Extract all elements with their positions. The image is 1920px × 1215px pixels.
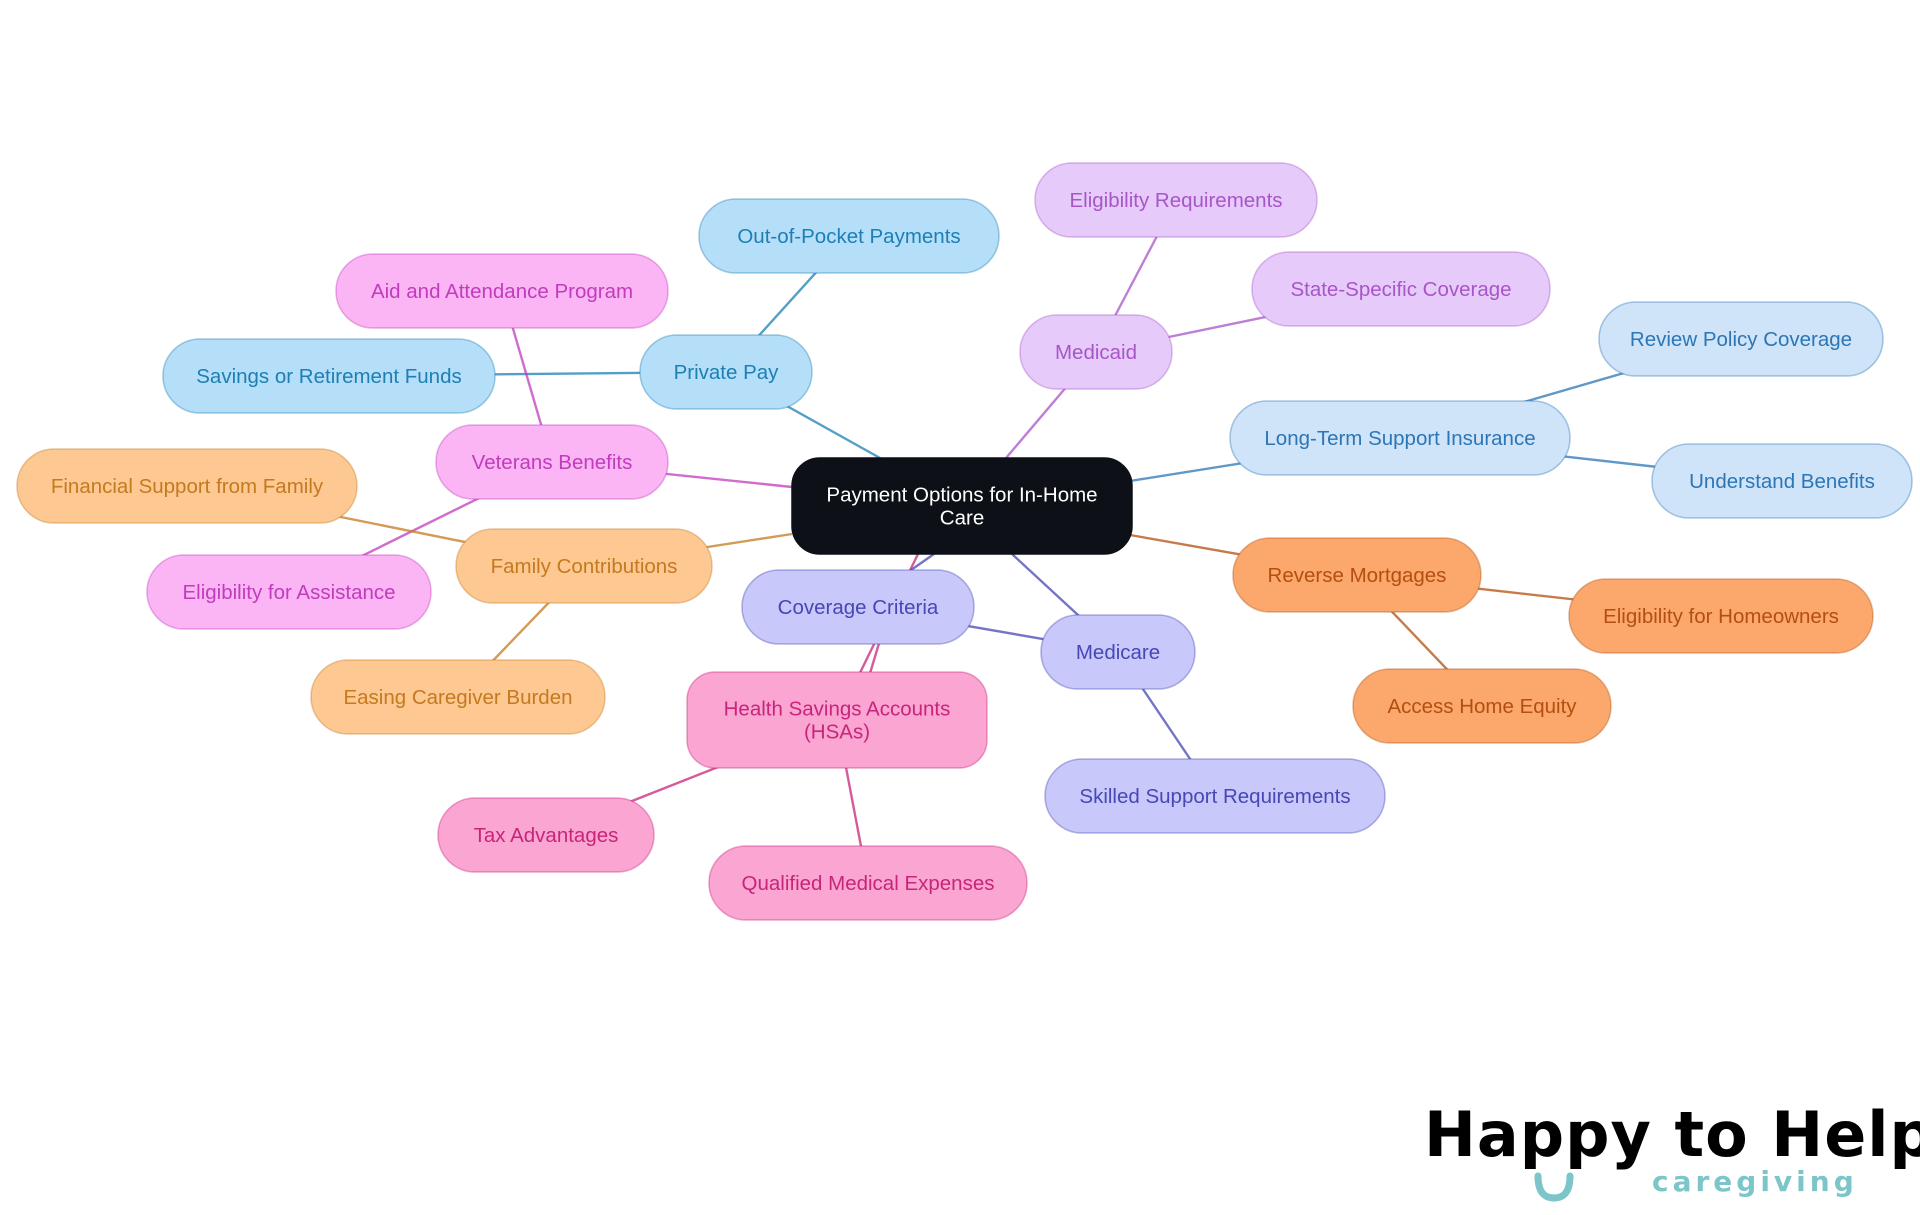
child-node: Eligibility for Homeowners (1568, 578, 1874, 654)
child-node-box (1251, 251, 1551, 327)
branch-node-label: Veterans Benefits (472, 451, 633, 474)
child-node-box (1568, 578, 1874, 654)
child-node-label: Access Home Equity (1387, 695, 1577, 718)
branch-node-box (1232, 537, 1482, 613)
branch-node-label: Family Contributions (491, 555, 678, 578)
child-node-box (310, 659, 606, 735)
child-node: Access Home Equity (1352, 668, 1612, 744)
branch-node-label: Long-Term Support Insurance (1264, 427, 1535, 450)
child-node: State-Specific Coverage (1251, 251, 1551, 327)
child-node: Qualified Medical Expenses (708, 845, 1028, 921)
child-node-box (162, 338, 496, 414)
branch-node-box (1229, 400, 1571, 476)
child-node-box (1034, 162, 1318, 238)
child-node: Out-of-Pocket Payments (698, 198, 1000, 274)
child-node-label: Eligibility for Homeowners (1603, 605, 1839, 628)
branch-node: Family Contributions (455, 528, 713, 604)
branch-node-box (1040, 614, 1196, 690)
child-node-label: Aid and Attendance Program (371, 280, 633, 303)
child-node-box (708, 845, 1028, 921)
branch-node: Private Pay (639, 334, 813, 410)
child-node-label: Skilled Support Requirements (1079, 785, 1350, 808)
branch-node: Health Savings Accounts(HSAs) (686, 671, 988, 769)
child-node-label: Understand Benefits (1689, 470, 1875, 493)
child-node-label: Savings or Retirement Funds (196, 365, 461, 388)
smile-icon (1534, 1172, 1574, 1202)
child-node-label: Eligibility Requirements (1069, 189, 1282, 212)
child-node-label: Financial Support from Family (51, 475, 324, 498)
child-node: Aid and Attendance Program (335, 253, 669, 329)
child-node-label: Review Policy Coverage (1630, 328, 1852, 351)
child-node: Easing Caregiver Burden (310, 659, 606, 735)
child-node-label: Out-of-Pocket Payments (737, 225, 960, 248)
child-node-box (16, 448, 358, 524)
child-node: Savings or Retirement Funds (162, 338, 496, 414)
branch-node: Long-Term Support Insurance (1229, 400, 1571, 476)
branch-node-label: Health Savings Accounts(HSAs) (724, 698, 951, 744)
branch-node: Coverage Criteria (741, 569, 975, 645)
child-node-box (1598, 301, 1884, 377)
child-node: Review Policy Coverage (1598, 301, 1884, 377)
child-node-box (146, 554, 432, 630)
child-node-label: Qualified Medical Expenses (742, 872, 995, 895)
child-node-box (698, 198, 1000, 274)
child-node-label: Tax Advantages (474, 824, 619, 847)
child-node-box (335, 253, 669, 329)
branch-node-box (455, 528, 713, 604)
branch-node: Medicaid (1019, 314, 1173, 390)
child-node: Financial Support from Family (16, 448, 358, 524)
logo-subtitle: caregiving (1652, 1165, 1858, 1198)
branch-node-label: Coverage Criteria (778, 596, 939, 619)
child-node-label: State-Specific Coverage (1290, 278, 1511, 301)
child-node-box (1044, 758, 1386, 834)
branch-node-box (435, 424, 669, 500)
branch-node: Veterans Benefits (435, 424, 669, 500)
happy-to-help-logo: Happy to Help caregiving (1424, 1104, 1920, 1204)
root-node-box (791, 457, 1133, 555)
child-node-box (437, 797, 655, 873)
branch-node-box (639, 334, 813, 410)
branch-node-box (1019, 314, 1173, 390)
branch-node-label: Reverse Mortgages (1268, 564, 1447, 587)
logo-wordmark: Happy to Help (1424, 1098, 1920, 1171)
branch-node-label: Medicaid (1055, 341, 1137, 364)
child-node: Eligibility Requirements (1034, 162, 1318, 238)
branch-node-box (686, 671, 988, 769)
child-node: Tax Advantages (437, 797, 655, 873)
child-node-box (1651, 443, 1913, 519)
child-node-box (1352, 668, 1612, 744)
child-node: Understand Benefits (1651, 443, 1913, 519)
branch-node-label: Private Pay (674, 361, 780, 384)
branch-node-label: Medicare (1076, 641, 1160, 664)
branch-node: Reverse Mortgages (1232, 537, 1482, 613)
child-node: Skilled Support Requirements (1044, 758, 1386, 834)
child-node-label: Easing Caregiver Burden (343, 686, 572, 709)
branch-node: Medicare (1040, 614, 1196, 690)
child-node-label: Eligibility for Assistance (182, 581, 395, 604)
child-node: Eligibility for Assistance (146, 554, 432, 630)
branch-node-box (741, 569, 975, 645)
